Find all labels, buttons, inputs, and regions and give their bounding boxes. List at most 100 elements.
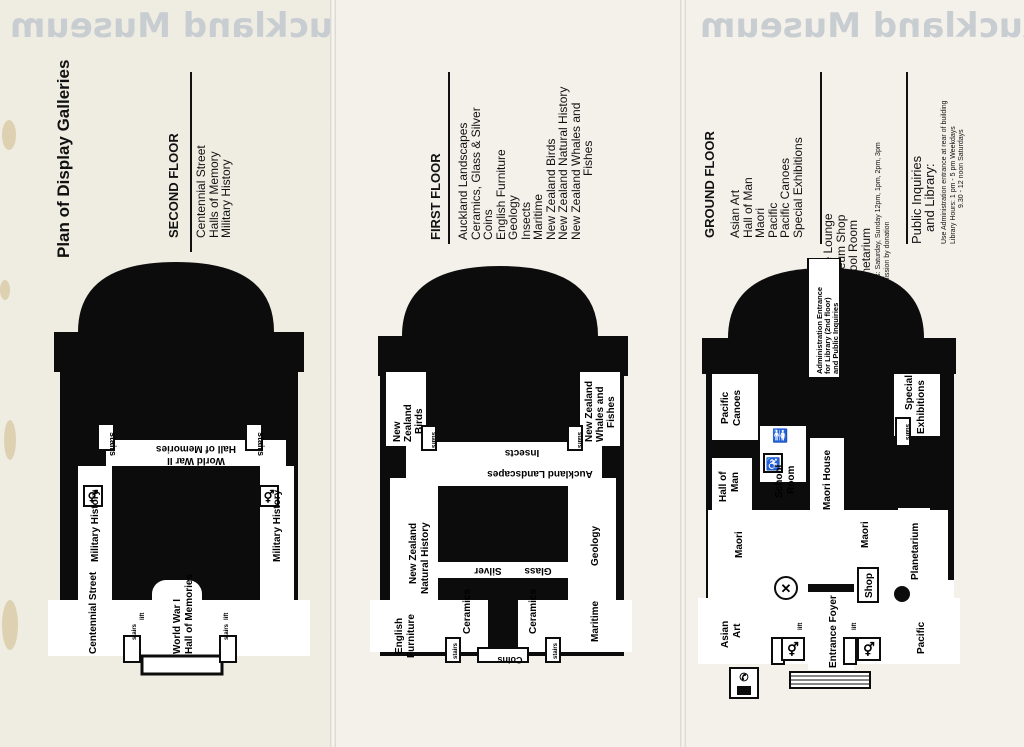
label-stairs: stairs [224, 623, 230, 640]
stairs-box [545, 637, 561, 663]
legend-item: Auckland Landscapes [456, 122, 470, 240]
legend-item: Coins [481, 209, 495, 240]
maori-house-room [810, 438, 844, 518]
stairs-box [245, 423, 263, 451]
label-ceramics: Ceramics [528, 589, 539, 634]
coins-core [488, 584, 518, 658]
hall-of-man-room [712, 458, 752, 518]
ground-floor-map: ⚥ ⚥ 🚻 ♿ ✕ ✆ Administration Entrance for … [698, 258, 960, 699]
label-nz-birds: Zealand [403, 404, 414, 442]
label-maori: Maori [734, 531, 745, 558]
geology-room [568, 478, 616, 618]
label-planetarium: Planetarium [910, 523, 921, 580]
stairs-box [219, 635, 237, 663]
shop-box [857, 567, 879, 603]
divider-rule [820, 72, 822, 244]
insects-corridor [406, 442, 602, 464]
label-nz-natural-history: New Zealand [408, 523, 419, 584]
label-stairs: stairs [553, 642, 559, 659]
label-centennial-street: Centennial Street [88, 571, 99, 654]
label-ceramics: Ceramics [462, 589, 473, 634]
label-glass: Glass [524, 565, 552, 576]
panel-ground-floor: Auckland Museum GROUND FLOOR Asian Art H… [686, 0, 1024, 747]
divider-rule [448, 72, 450, 244]
legend-first-floor: FIRST FLOOR Auckland Landscapes Ceramics… [428, 87, 595, 240]
label-ww2: World War II [167, 455, 225, 466]
stairs-box [445, 637, 461, 663]
second-floor-heading: SECOND FLOOR [166, 133, 181, 238]
toilet-icon [83, 485, 103, 507]
divider-rule [190, 72, 192, 252]
pacific-canoes-room [712, 374, 758, 440]
label-english-furniture: English [394, 618, 405, 654]
watermark-text: Auckland Museum [10, 6, 330, 46]
label-school-room: School [774, 464, 785, 498]
label-military-history: Military History [272, 489, 283, 562]
label-pacific: Pacific [916, 621, 927, 654]
panel-second-floor: Auckland Museum Plan of Display Gallerie… [0, 0, 330, 747]
label-pacific-canoes: Canoes [732, 389, 743, 426]
label-shop: Shop [864, 573, 875, 598]
legend-item: Fishes [581, 140, 595, 176]
whales-room [580, 372, 620, 446]
nz-natural-history-room [390, 478, 438, 618]
label-landscapes: Auckland Landscapes [487, 468, 593, 479]
label-ww1-hall: Hall of Memories [184, 574, 195, 654]
svg-text:⚥: ⚥ [863, 641, 875, 657]
toilet-icon [259, 485, 279, 507]
label-nz-natural-history: Natural History [420, 522, 431, 594]
stairs-box [123, 635, 141, 663]
label-entrance-foyer: Entrance Foyer [828, 595, 839, 668]
label-nz-birds: New [392, 421, 403, 442]
legend-item: Maori [753, 207, 767, 238]
stain [2, 120, 16, 150]
label-asian-art: Asian [720, 621, 731, 648]
label-maritime: Maritime [590, 600, 601, 642]
nz-birds-room [386, 372, 426, 446]
legend-item: New Zealand Natural History [556, 86, 570, 240]
label-stairs: stairs [132, 623, 138, 640]
legend-item: Pacific Canoes [778, 157, 792, 238]
stairs-box [895, 417, 911, 447]
label-pacific-canoes: Pacific [720, 391, 731, 424]
toilet-icon [857, 637, 881, 661]
page-fold [680, 0, 686, 747]
coffee-icon [774, 576, 798, 600]
stairs-box [421, 425, 437, 451]
stain [4, 420, 16, 460]
label-coins: Coins [497, 655, 522, 665]
toilet-icon [781, 637, 805, 661]
label-stairs: stairs [576, 432, 582, 449]
coins-room [477, 647, 529, 663]
label-insects: Insects [504, 447, 539, 458]
building-wall [378, 336, 628, 376]
label-stairs: stairs [904, 424, 910, 441]
svg-text:✕: ✕ [781, 581, 792, 596]
stairs-box [567, 425, 583, 451]
stairs-box [843, 637, 857, 665]
label-english-furniture: Furniture [406, 614, 417, 658]
svg-text:⚥: ⚥ [787, 641, 799, 657]
label-hall-of-man: Man [730, 472, 741, 492]
admin-entrance-sign [807, 258, 841, 379]
first-floor-map: New Zealand Birds New Zealand Whales and… [370, 266, 632, 665]
panel-first-floor: FIRST FLOOR Auckland Landscapes Ceramics… [336, 0, 680, 747]
wheelchair-icon [763, 453, 783, 473]
ww1-hall-room [152, 580, 202, 630]
label-stairs: stairs [108, 432, 118, 456]
ground-floor-heading: GROUND FLOOR [702, 131, 717, 238]
first-floor-heading: FIRST FLOOR [428, 153, 443, 240]
label-lift: lift [140, 613, 146, 620]
label-geology: Geology [590, 526, 601, 566]
label-whales: Fishes [606, 396, 617, 428]
label-admin: for Library (2nd floor) [823, 297, 832, 374]
toilet-icon: 🚻 [772, 428, 788, 443]
label-admin: Administration Entrance [815, 287, 824, 374]
label-lift: lift [798, 623, 804, 630]
label-admin: and Public Inquiries [831, 303, 840, 374]
divider-rule [906, 72, 908, 244]
legend-item: Asian Art [728, 189, 742, 238]
legend-item: Maritime [531, 193, 545, 240]
svg-text:♿: ♿ [766, 457, 781, 471]
stain [0, 280, 10, 300]
